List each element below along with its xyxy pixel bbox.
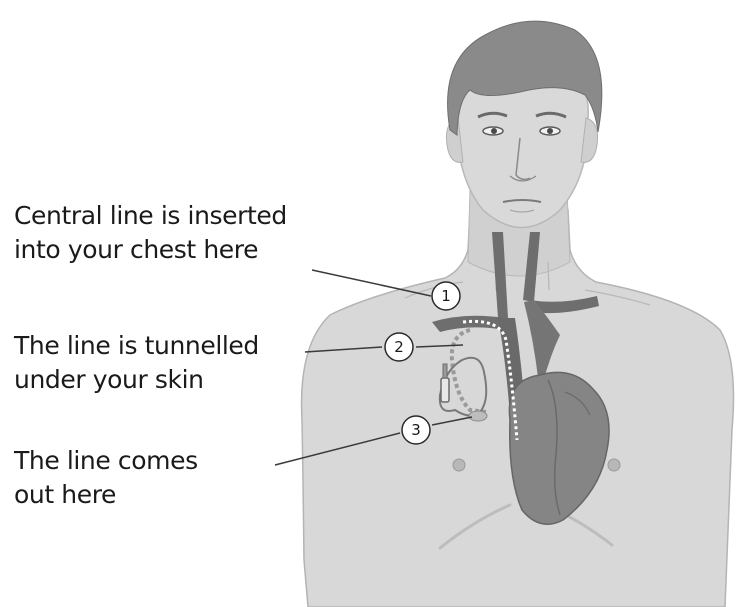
callout-1-line-2: into your chest here (14, 233, 287, 267)
callout-label-3: The line comes out here (14, 444, 198, 512)
callout-2-line-1: The line is tunnelled (14, 329, 259, 363)
marker-1-number: 1 (441, 287, 451, 305)
exit-site-dressing (469, 411, 487, 421)
left-pupil (491, 128, 497, 134)
callout-3-line-2: out here (14, 478, 198, 512)
leader-line-1 (312, 270, 431, 296)
human-figure (302, 21, 734, 607)
callout-label-1: Central line is inserted into your chest… (14, 199, 287, 267)
marker-3-number: 3 (411, 421, 421, 439)
marker-1: 1 (432, 282, 460, 310)
right-nipple (608, 459, 620, 471)
callout-label-2: The line is tunnelled under your skin (14, 329, 259, 397)
callout-1-line-1: Central line is inserted (14, 199, 287, 233)
marker-2: 2 (385, 333, 413, 361)
catheter-hub (441, 378, 449, 402)
marker-2-number: 2 (394, 338, 404, 356)
callout-2-line-2: under your skin (14, 363, 259, 397)
marker-3: 3 (402, 416, 430, 444)
right-pupil (547, 128, 553, 134)
callout-3-line-1: The line comes (14, 444, 198, 478)
left-nipple (453, 459, 465, 471)
catheter-cap (443, 364, 447, 378)
